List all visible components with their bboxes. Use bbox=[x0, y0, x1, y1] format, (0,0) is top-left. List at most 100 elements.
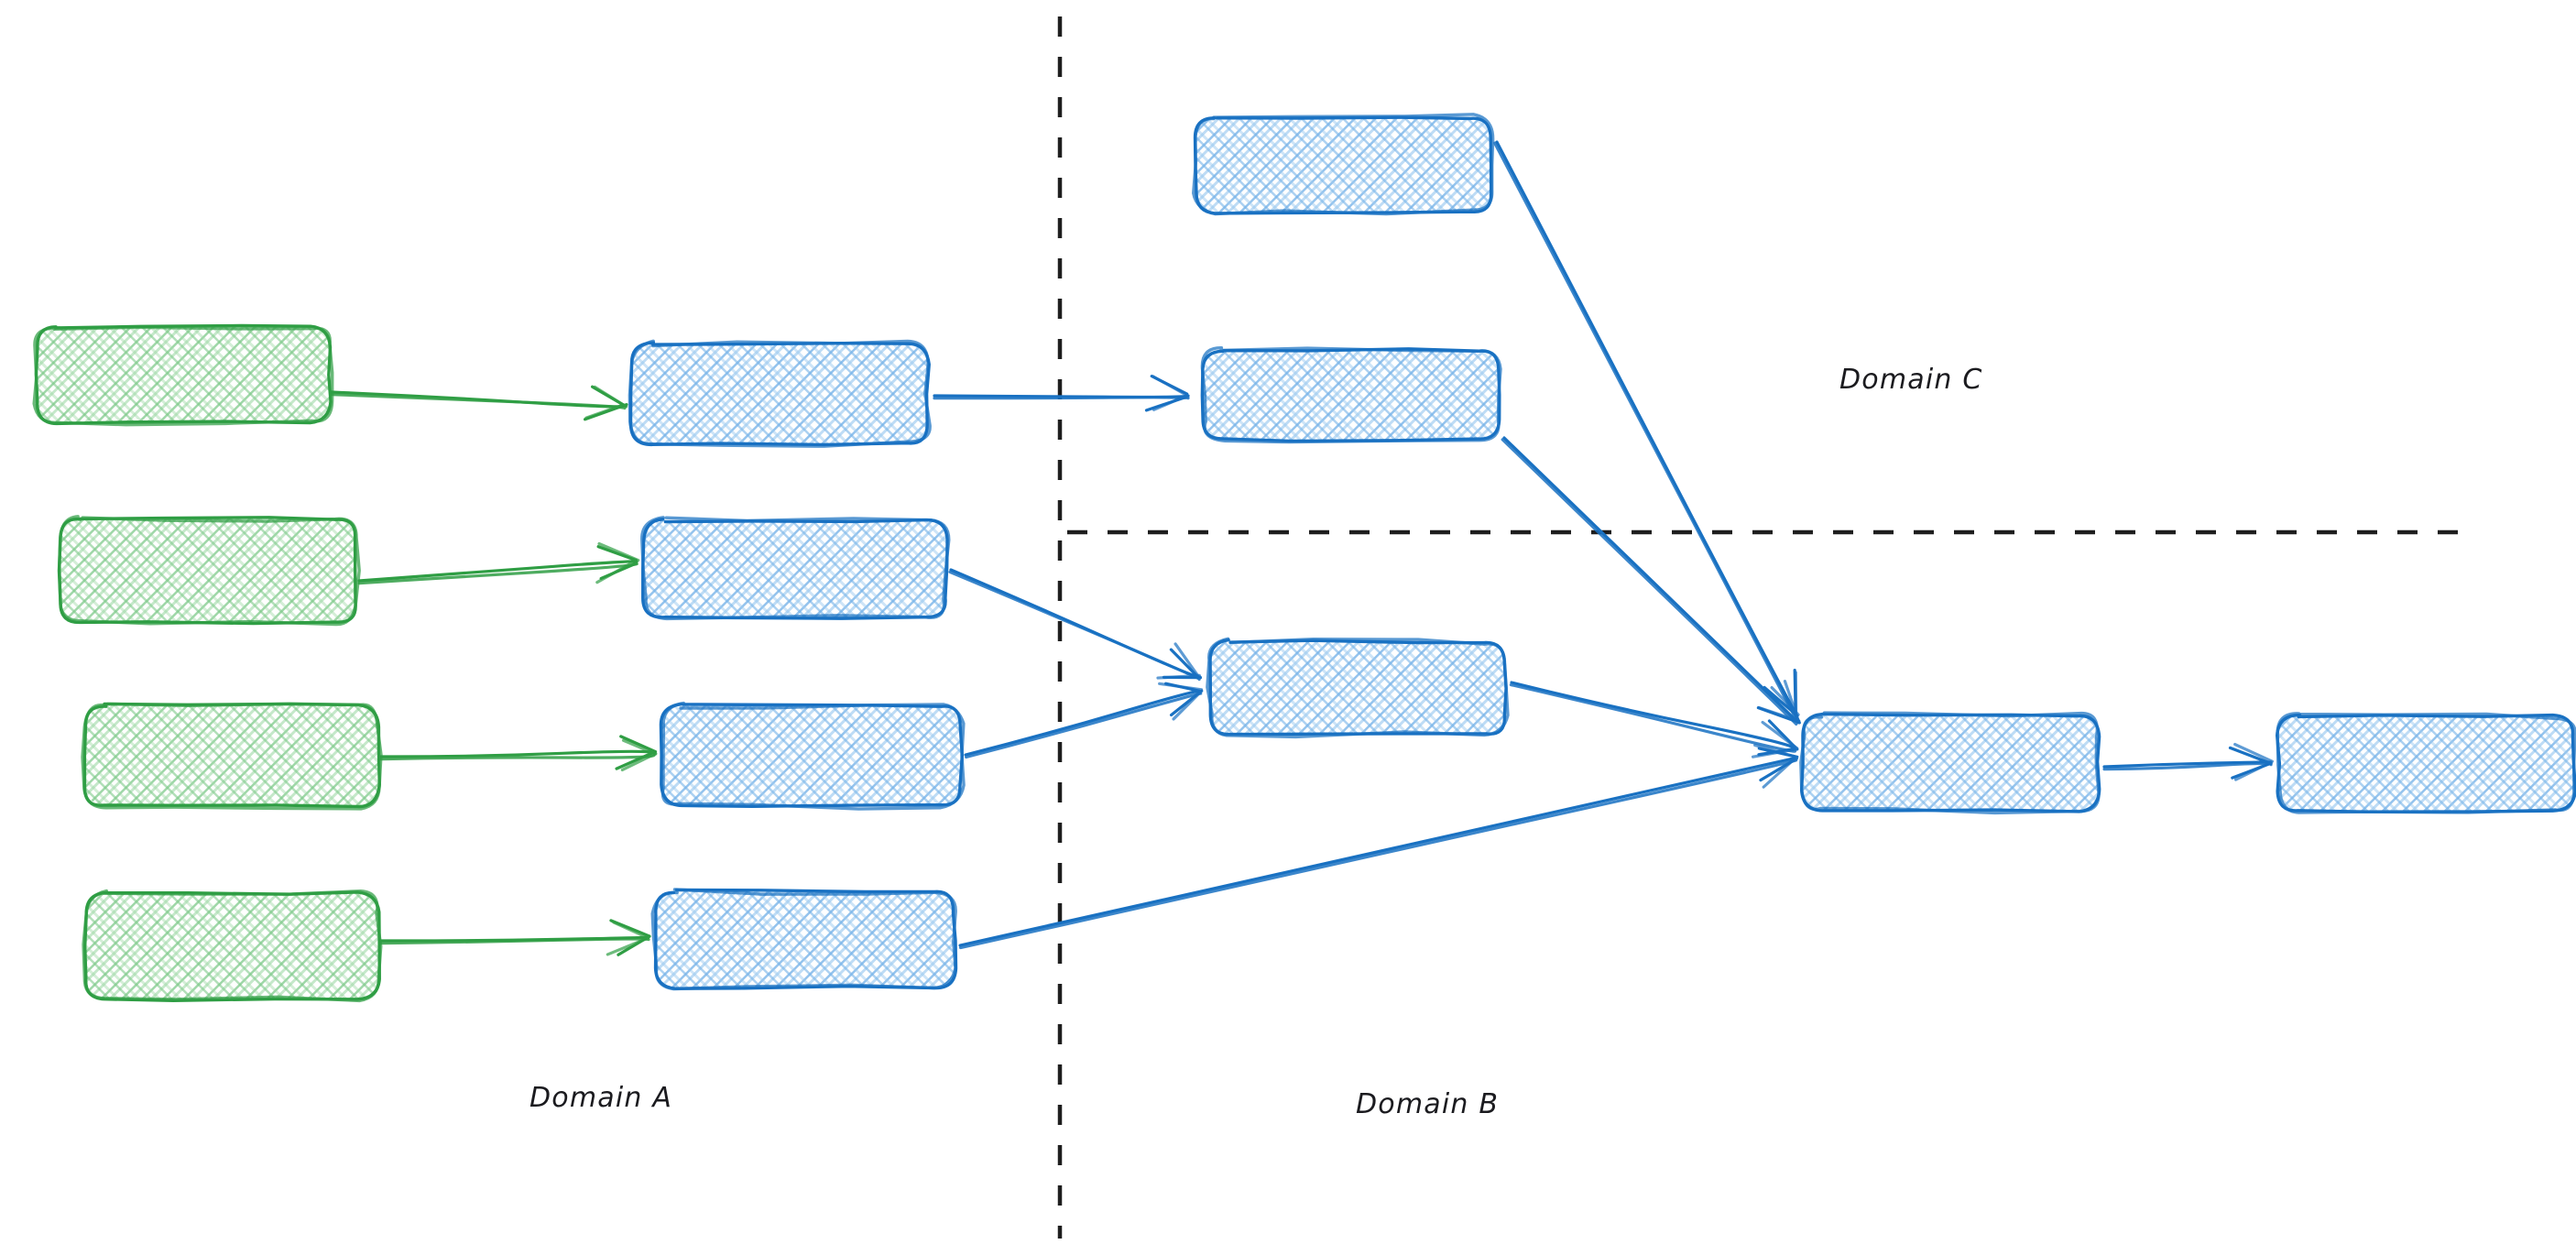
edge-e-bluea2-blueb3[interactable] bbox=[948, 568, 1203, 682]
edge-e-bluec1-bluec2[interactable] bbox=[2102, 742, 2275, 781]
label-domain-b: Domain B bbox=[1356, 1088, 1499, 1120]
edge-arrowhead bbox=[612, 921, 650, 940]
edge-arrowhead bbox=[2233, 742, 2275, 763]
edge-arrowhead bbox=[584, 403, 626, 420]
edge-e-green2-bluea2[interactable] bbox=[357, 541, 640, 585]
edge-e-bluea3-blueb3[interactable] bbox=[964, 682, 1204, 759]
edge-line bbox=[1493, 141, 1796, 718]
node-fill bbox=[632, 344, 928, 444]
edge-arrowhead bbox=[621, 738, 658, 756]
node-outline bbox=[82, 889, 383, 1003]
node-fill bbox=[37, 327, 330, 422]
edge-line bbox=[379, 937, 650, 945]
node-fill bbox=[1209, 641, 1505, 735]
edge-arrowhead bbox=[593, 385, 628, 409]
node-blue-a3[interactable] bbox=[659, 701, 966, 811]
node-blue-a4[interactable] bbox=[650, 888, 958, 991]
node-layer bbox=[32, 113, 2576, 1003]
edge-line bbox=[1501, 438, 1798, 726]
edge-arrowhead bbox=[1751, 748, 1799, 758]
edge-e-green1-bluea1[interactable] bbox=[330, 385, 628, 421]
node-fill bbox=[644, 520, 946, 618]
edge-arrowhead bbox=[1761, 720, 1799, 750]
label-domain-c: Domain C bbox=[1839, 364, 1983, 396]
edge-arrowhead bbox=[1783, 680, 1801, 724]
node-outline bbox=[628, 339, 932, 448]
edge-line bbox=[1502, 436, 1800, 725]
edge-arrowhead bbox=[2233, 760, 2273, 781]
edge-line bbox=[958, 756, 1797, 947]
edge-e-bluea4-bluec1[interactable] bbox=[958, 743, 1799, 950]
node-blue-a1[interactable] bbox=[628, 339, 932, 448]
edge-e-bluea1-blueb2[interactable] bbox=[933, 375, 1190, 412]
node-outline bbox=[2276, 712, 2576, 814]
edge-e-green4-bluea4[interactable] bbox=[379, 919, 651, 956]
edge-line bbox=[965, 692, 1203, 759]
edge-arrowhead bbox=[1156, 673, 1201, 680]
edge-arrowhead bbox=[1757, 705, 1801, 723]
edge-line bbox=[1495, 140, 1798, 716]
edge-line bbox=[958, 758, 1798, 950]
edge-arrowhead bbox=[597, 541, 640, 562]
node-outline bbox=[1200, 345, 1502, 444]
node-outline bbox=[1206, 637, 1510, 739]
edge-arrowhead bbox=[2228, 746, 2273, 766]
edge-line bbox=[330, 392, 627, 410]
edge-layer bbox=[330, 140, 2275, 956]
edge-line bbox=[357, 560, 639, 583]
node-blue-c1[interactable] bbox=[1799, 711, 2101, 815]
edge-line bbox=[948, 570, 1201, 682]
node-fill bbox=[85, 705, 378, 806]
edge-e-blueb2-bluec1[interactable] bbox=[1501, 436, 1801, 726]
node-blue-c2[interactable] bbox=[2275, 712, 2576, 814]
node-fill bbox=[661, 705, 961, 806]
edge-arrowhead bbox=[1152, 394, 1189, 411]
node-blue-b1[interactable] bbox=[1192, 113, 1495, 216]
label-layer: Domain A Domain B Domain C bbox=[529, 364, 1983, 1120]
edge-line bbox=[379, 749, 656, 758]
edge-arrowhead bbox=[1762, 758, 1796, 789]
node-fill bbox=[85, 893, 378, 999]
edge-line bbox=[1509, 682, 1797, 753]
node-blue-b3[interactable] bbox=[1206, 637, 1510, 739]
node-fill bbox=[1195, 117, 1491, 213]
edge-arrowhead bbox=[1173, 642, 1200, 679]
edge-e-blueb3-bluec1[interactable] bbox=[1509, 681, 1799, 758]
edge-e-blueb1-bluec1[interactable] bbox=[1493, 140, 1800, 718]
node-fill bbox=[2278, 715, 2574, 811]
node-green-3[interactable] bbox=[81, 702, 383, 811]
node-outline bbox=[640, 516, 951, 621]
edge-line bbox=[1510, 681, 1797, 751]
edge-line bbox=[964, 689, 1202, 757]
edge-arrowhead bbox=[620, 751, 658, 772]
divider-layer bbox=[1057, 16, 2464, 1239]
edge-e-green3-bluea3[interactable] bbox=[379, 735, 658, 772]
edge-arrowhead bbox=[1172, 691, 1202, 721]
edge-arrowhead bbox=[1158, 682, 1204, 692]
node-outline bbox=[1799, 711, 2101, 815]
node-blue-b2[interactable] bbox=[1200, 345, 1502, 444]
node-green-1[interactable] bbox=[32, 323, 334, 427]
edge-line bbox=[2102, 761, 2273, 771]
edge-arrowhead bbox=[1151, 375, 1188, 397]
node-outline bbox=[32, 325, 334, 427]
node-green-2[interactable] bbox=[57, 515, 361, 627]
node-outline bbox=[660, 701, 966, 811]
edge-arrowhead bbox=[619, 735, 658, 754]
node-green-4[interactable] bbox=[82, 889, 383, 1003]
edge-arrowhead bbox=[595, 559, 637, 584]
edge-arrowhead bbox=[606, 936, 649, 956]
edge-arrowhead bbox=[1169, 648, 1200, 680]
edge-line bbox=[357, 562, 639, 585]
edge-arrowhead bbox=[615, 749, 657, 770]
label-domain-a: Domain A bbox=[529, 1082, 672, 1114]
node-blue-a2[interactable] bbox=[640, 516, 951, 621]
node-fill bbox=[655, 891, 955, 988]
node-outline bbox=[58, 515, 361, 627]
node-fill bbox=[1803, 715, 2099, 811]
node-outline bbox=[650, 888, 957, 991]
node-outline bbox=[1192, 113, 1495, 216]
node-outline bbox=[81, 702, 383, 811]
